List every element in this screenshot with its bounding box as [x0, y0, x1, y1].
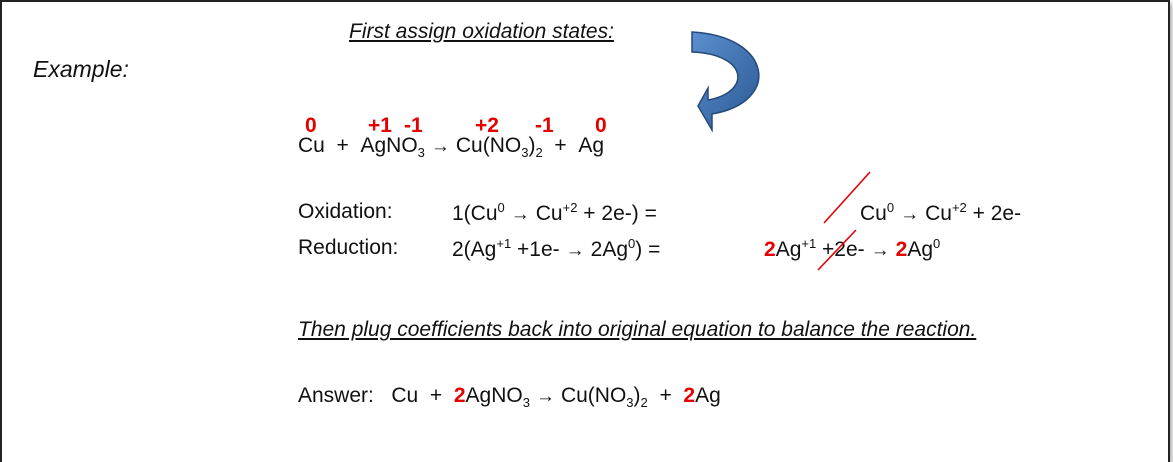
reduction-simplified: 2Ag+1 +2e-→2Ag0	[764, 236, 941, 261]
ox-state-cu2: +2	[475, 114, 499, 137]
example-label: Example:	[33, 56, 129, 82]
reduction-label: Reduction:	[298, 236, 399, 259]
reduction-half-reaction: 2(Ag+1 +1e-→2Ag0) =	[452, 236, 661, 261]
answer-line: Answer: Cu + 2AgNO3→Cu(NO3)2 + 2Ag	[298, 384, 721, 411]
unbalanced-equation: Cu + AgNO3→Cu(NO3)2 + Ag	[298, 134, 604, 161]
ox-state-ag: +1	[368, 114, 392, 137]
first-step-heading: First assign oxidation states:	[349, 20, 614, 43]
oxidation-half-reaction: 1(Cu0→Cu+2 + 2e-) =	[452, 200, 657, 225]
oxidation-label: Oxidation:	[298, 200, 393, 223]
curved-arrow-icon	[691, 31, 760, 132]
ox-state-ag0: 0	[595, 114, 607, 137]
then-step-text: Then plug coefficients back into origina…	[298, 318, 977, 341]
ox-state-no3: -1	[404, 114, 423, 137]
ox-state-no3b: -1	[535, 114, 554, 137]
oxidation-simplified: Cu0→Cu+2 + 2e-	[860, 200, 1022, 225]
ox-state-cu: 0	[305, 114, 317, 137]
